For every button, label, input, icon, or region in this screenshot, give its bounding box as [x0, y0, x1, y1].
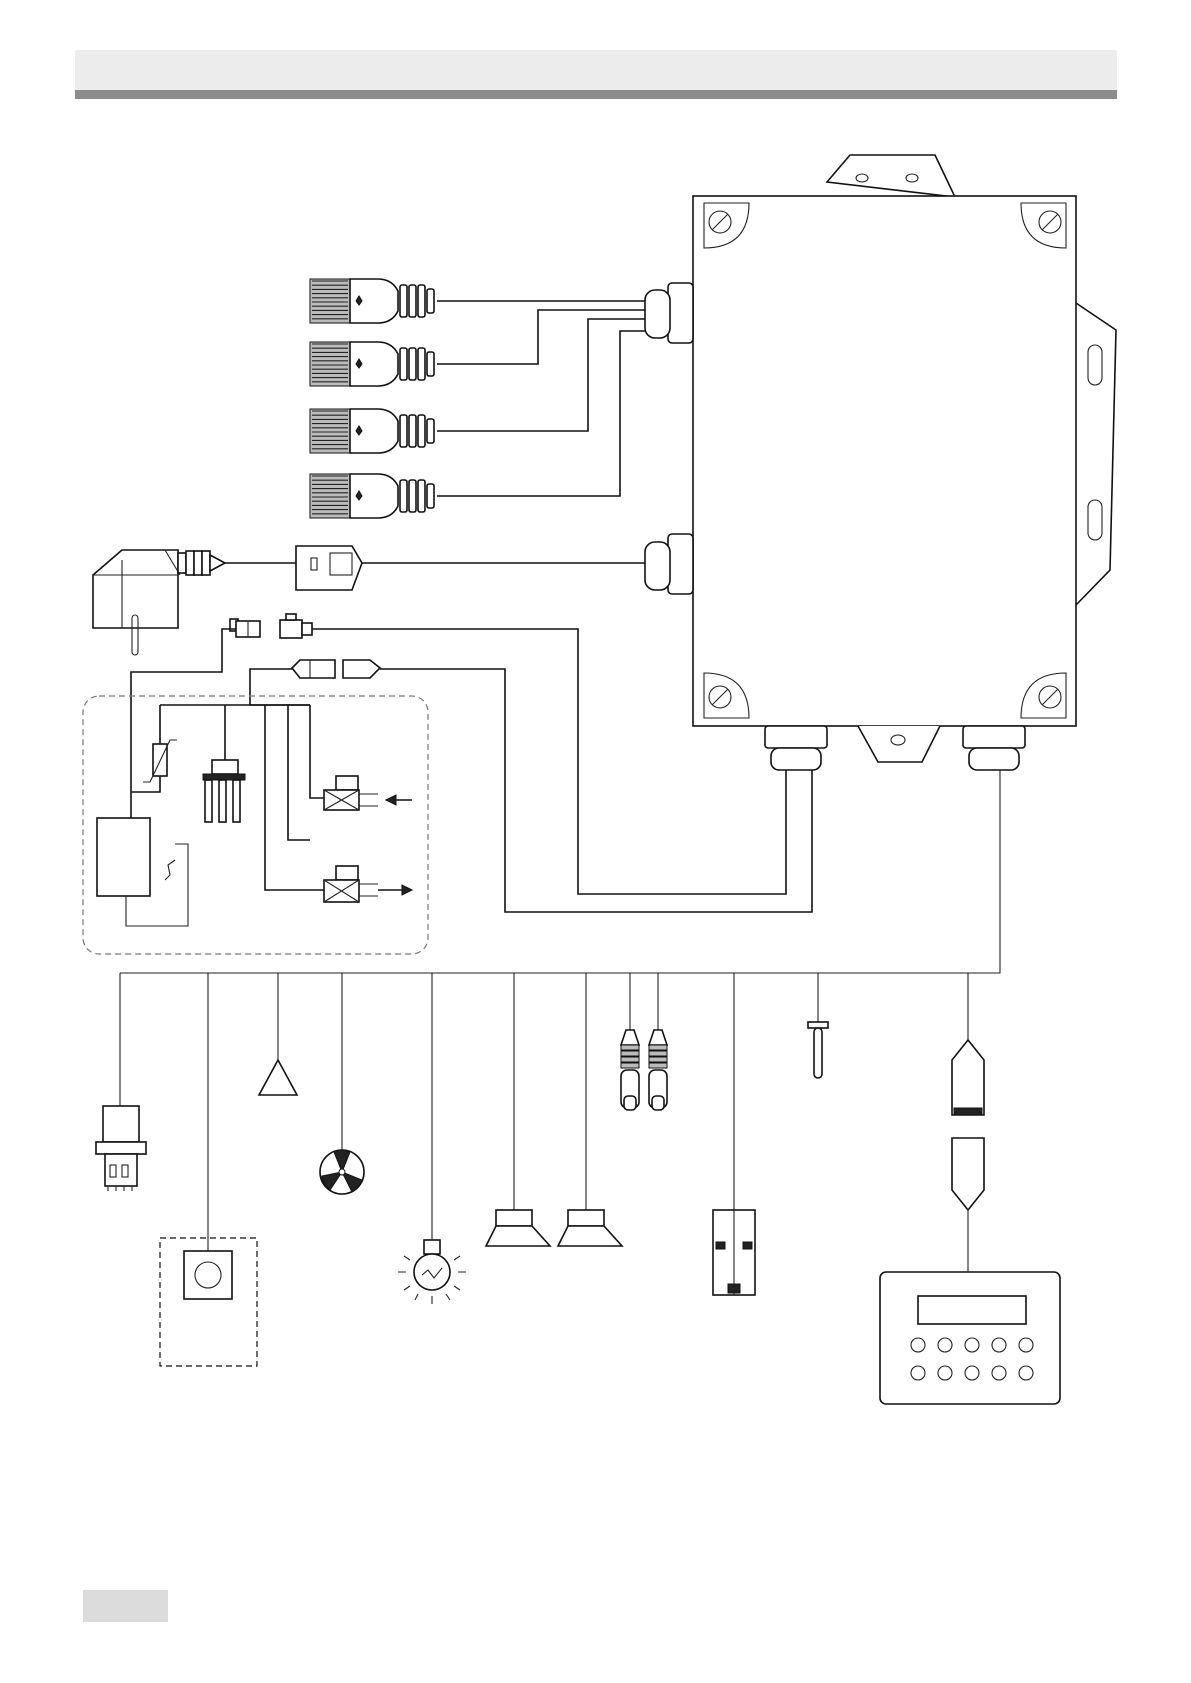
display-screen [918, 1296, 1026, 1324]
speaker-icon [486, 1210, 550, 1246]
connector-pair [230, 614, 312, 638]
arrow-left-icon [386, 795, 396, 805]
solenoid-valve-inlet [324, 776, 412, 810]
speaker-icon [558, 1210, 622, 1246]
bottom-mounting-tab [858, 726, 940, 762]
bus-wire [120, 770, 1000, 973]
lamp-icon [398, 1240, 466, 1304]
wire [437, 331, 645, 496]
electronic-key-panel [160, 1238, 257, 1366]
page-number-tab [83, 1590, 168, 1622]
fan-icon [320, 1150, 364, 1194]
probe-connector-group [621, 1030, 667, 1110]
display-keypad [880, 1272, 1060, 1404]
side-mounting-flange [1076, 303, 1116, 605]
top-mounting-tab [827, 155, 955, 197]
wire [288, 705, 310, 840]
probe-connector [621, 1030, 639, 1110]
door-switch [96, 1106, 146, 1191]
solenoid-valve-outlet [324, 866, 412, 902]
wire [437, 319, 645, 431]
cable-gland-upper [645, 283, 693, 343]
cable-gland-bottom-left [765, 726, 827, 770]
rj45-connector [310, 279, 434, 323]
rj45-connector-group [310, 279, 434, 518]
arrow-right-icon [402, 885, 412, 895]
switch-block [713, 1210, 755, 1295]
wire [437, 310, 645, 364]
cable-gland-bottom-right [963, 726, 1025, 770]
cable-coupling [952, 1040, 984, 1210]
control-module [97, 818, 188, 926]
control-box-enclosure [693, 196, 1076, 726]
inline-connector [292, 660, 380, 678]
thermostat-resistor [143, 740, 177, 782]
probe-connector [649, 1030, 667, 1110]
buzzer-icon [259, 1060, 297, 1095]
rj45-connector [310, 342, 434, 386]
wire [310, 705, 325, 798]
cable-gland-middle [645, 534, 693, 594]
mains-plug [93, 550, 225, 655]
heating-element [203, 760, 245, 822]
temperature-probe [808, 1022, 828, 1078]
control-box [645, 155, 1116, 770]
inline-fuse-holder [296, 546, 362, 590]
rj45-connector [310, 409, 434, 453]
rj45-connector [310, 474, 434, 518]
